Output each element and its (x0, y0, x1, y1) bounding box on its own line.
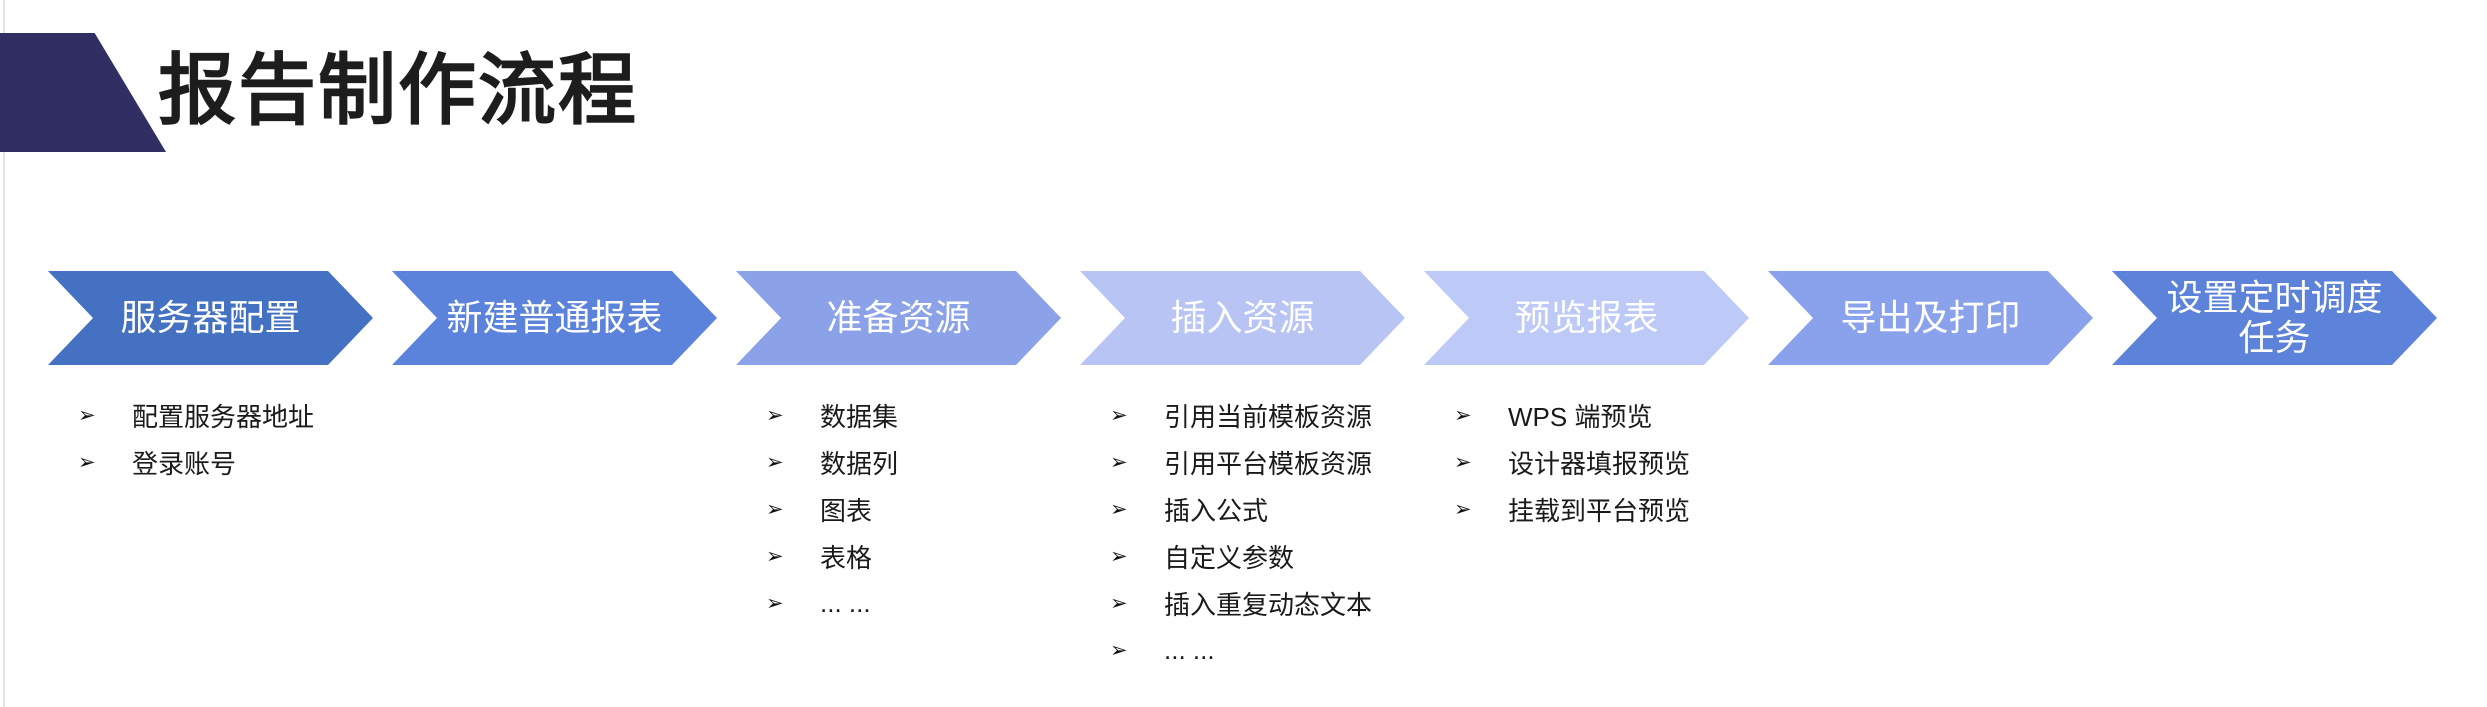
list-item-text: 设计器填报预览 (1508, 449, 1691, 479)
list-item: ➢ 设计器填报预览 (1454, 439, 1690, 486)
flow-step-6: 导出及打印 (1768, 271, 2093, 365)
flow-step-1: 服务器配置 (48, 271, 373, 365)
arrowhead-bullet-icon: ➢ (766, 451, 784, 474)
arrowhead-bullet-icon: ➢ (1454, 451, 1472, 474)
list-item-text: 数据集 (820, 402, 899, 432)
arrowhead-bullet-icon: ➢ (78, 404, 96, 427)
list-item: ➢ 表格 (766, 533, 898, 580)
list-item: ➢ 插入公式 (1110, 486, 1372, 533)
arrowhead-bullet-icon: ➢ (766, 592, 784, 615)
list-item-text: ... ... (820, 588, 871, 618)
list-item: ➢ 引用当前模板资源 (1110, 392, 1372, 439)
arrowhead-bullet-icon: ➢ (766, 545, 784, 568)
list-item: ➢ 数据集 (766, 392, 898, 439)
flow-step-7: 设置定时调度任务 (2112, 271, 2437, 365)
list-item: ➢ 图表 (766, 486, 898, 533)
list-item-text: 引用当前模板资源 (1164, 402, 1373, 432)
flow-step-label: 预览报表 (1514, 296, 1659, 338)
list-item: ➢ 登录账号 (78, 439, 314, 486)
list-item: ➢ ... ... (1110, 627, 1372, 674)
list-item-text: ... ... (1164, 635, 1215, 665)
list-item: ➢ WPS 端预览 (1454, 392, 1690, 439)
flow-step-label: 准备资源 (826, 296, 971, 338)
list-item-text: 表格 (820, 543, 873, 573)
flow-step-label: 插入资源 (1170, 296, 1315, 338)
list-item-text: 插入重复动态文本 (1164, 590, 1373, 620)
list-item-text: 配置服务器地址 (132, 402, 315, 432)
list-item: ➢ 数据列 (766, 439, 898, 486)
flow-step-4: 插入资源 (1080, 271, 1405, 365)
list-item-text: 登录账号 (132, 449, 237, 479)
list-item: ➢ ... ... (766, 580, 898, 627)
arrowhead-bullet-icon: ➢ (1110, 639, 1128, 662)
arrowhead-bullet-icon: ➢ (1454, 498, 1472, 521)
flow-step-label: 新建普通报表 (446, 296, 663, 338)
arrowhead-bullet-icon: ➢ (78, 451, 96, 474)
list-item-text: 挂载到平台预览 (1508, 496, 1691, 526)
page-title: 报告制作流程 (158, 46, 639, 134)
slide-left-edge (3, 0, 5, 707)
list-item: ➢ 引用平台模板资源 (1110, 439, 1372, 486)
list-item: ➢ 配置服务器地址 (78, 392, 314, 439)
list-item-text: 图表 (820, 496, 873, 526)
list-item-text: 自定义参数 (1164, 543, 1295, 573)
list-item-text: 数据列 (820, 449, 899, 479)
list-item: ➢ 挂载到平台预览 (1454, 486, 1690, 533)
detail-list-1: ➢ 配置服务器地址 ➢ 登录账号 (78, 392, 314, 486)
flow-step-2: 新建普通报表 (392, 271, 717, 365)
arrowhead-bullet-icon: ➢ (1110, 404, 1128, 427)
arrowhead-bullet-icon: ➢ (766, 498, 784, 521)
list-item: ➢ 插入重复动态文本 (1110, 580, 1372, 627)
arrowhead-bullet-icon: ➢ (1110, 498, 1128, 521)
arrowhead-bullet-icon: ➢ (1110, 592, 1128, 615)
flow-step-3: 准备资源 (736, 271, 1061, 365)
flow-step-label: 导出及打印 (1840, 296, 2021, 338)
list-item-text: 引用平台模板资源 (1164, 449, 1373, 479)
detail-list-2: ➢ 数据集 ➢ 数据列 ➢ 图表 ➢ 表格 ➢ ... ... (766, 392, 898, 627)
arrowhead-bullet-icon: ➢ (766, 404, 784, 427)
list-item-text: 插入公式 (1164, 496, 1269, 526)
arrowhead-bullet-icon: ➢ (1110, 451, 1128, 474)
arrowhead-bullet-icon: ➢ (1110, 545, 1128, 568)
list-item-text: WPS 端预览 (1508, 402, 1653, 432)
flow-step-label: 设置定时调度任务 (2166, 276, 2383, 358)
flow-step-5: 预览报表 (1424, 271, 1749, 365)
detail-list-3: ➢ 引用当前模板资源 ➢ 引用平台模板资源 ➢ 插入公式 ➢ 自定义参数 ➢ 插入重复动态文本 ➢.… (1110, 392, 1372, 674)
arrowhead-bullet-icon: ➢ (1454, 404, 1472, 427)
detail-list-4: ➢ WPS 端预览 ➢ 设计器填报预览 ➢ 挂载到平台预览 (1454, 392, 1690, 533)
flow-step-label: 服务器配置 (120, 296, 301, 338)
list-item: ➢ 自定义参数 (1110, 533, 1372, 580)
